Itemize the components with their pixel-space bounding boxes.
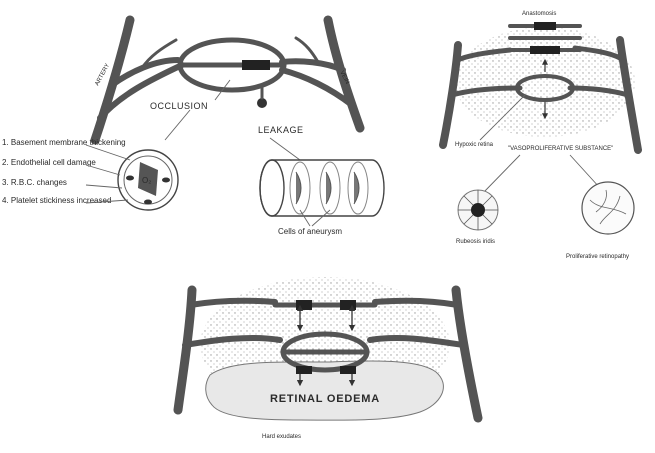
proliferative-retinopathy-figure (582, 182, 634, 234)
hypoxic-area (455, 27, 635, 137)
mechanism-item: 3. R.B.C. changes (2, 178, 67, 187)
aneurysm-cylinder (260, 160, 384, 216)
mechanism-item: 1. Basement membrane thickening (2, 138, 126, 147)
cells-of-aneurysm-label: Cells of aneurysm (278, 227, 342, 236)
panel-retinal-oedema: RETINAL OEDEMA Hard exudates (178, 277, 478, 440)
panel-occlusion-leakage: ARTERY VEIN OCCLUSION LEAKAGE 1. Basemen… (2, 20, 384, 236)
panel-neovascularisation: Anastomosis Hypoxic retina "VASOPROLIFER… (443, 11, 638, 260)
occlusion-label: OCCLUSION (150, 101, 208, 111)
proliferative-retinopathy-label: Proliferative retinopathy (566, 254, 629, 260)
mechanism-item: 2. Endothelial cell damage (2, 158, 96, 167)
leakage-label: LEAKAGE (258, 125, 304, 135)
hypoxic-retina-label: Hypoxic retina (455, 142, 494, 148)
right-vessel-branch (282, 61, 343, 70)
rubeosis-iridis-label: Rubeosis iridis (456, 239, 495, 245)
rubeosis-iridis-figure (458, 190, 498, 230)
retinal-oedema-label: RETINAL OEDEMA (270, 393, 380, 405)
hard-exudates-label: Hard exudates (262, 434, 301, 440)
anastomosis-label: Anastomosis (522, 11, 556, 17)
mechanism-item: 4. Platelet stickiness increased (2, 196, 111, 205)
occlusion-site (242, 60, 270, 70)
o2-symbol: O₂ (142, 176, 151, 185)
anastomosis-vessels (510, 22, 580, 54)
vasoproliferative-substance-label: "VASOPROLIFERATIVE SUBSTANCE" (508, 146, 613, 152)
